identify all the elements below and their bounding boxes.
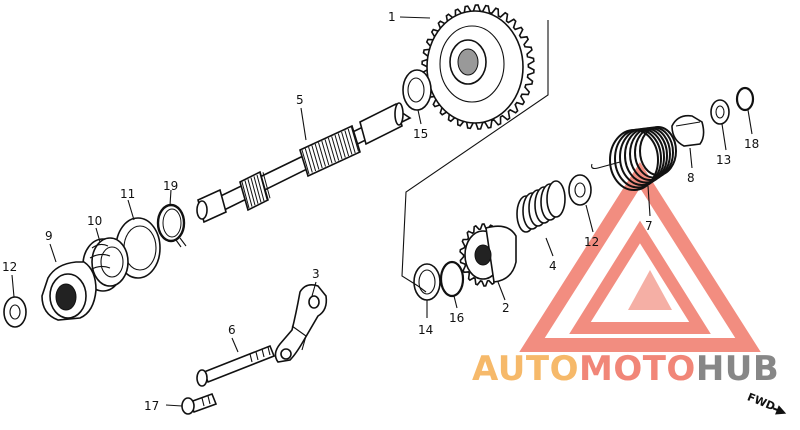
bolt-part-6 [196, 344, 276, 387]
callout-3: 3 [312, 267, 320, 281]
svg-text:AUTOMOTOHUB: AUTOMOTOHUB [472, 349, 779, 389]
bolt-part-17 [181, 392, 218, 415]
washer-part-14 [413, 263, 441, 301]
callout-9: 9 [45, 229, 53, 243]
gear-part-1 [421, 4, 535, 130]
washer-part-15 [402, 69, 432, 111]
callout-16: 16 [449, 311, 464, 325]
callout-5: 5 [296, 93, 304, 107]
callout-13: 13 [716, 153, 731, 167]
washer-part-13 [710, 99, 730, 125]
callout-18: 18 [744, 137, 759, 151]
callout-12-left: 12 [2, 260, 17, 274]
shaft-part-5 [196, 102, 412, 224]
snap-ring-part-18 [735, 86, 755, 112]
callout-15: 15 [413, 127, 428, 141]
callout-numbers: 1 2 3 4 5 6 7 8 9 10 11 12 12 13 14 15 1… [2, 10, 759, 413]
watermark-moto: MOTO [579, 349, 696, 389]
callout-2: 2 [502, 301, 510, 315]
washer-part-12-right [568, 174, 592, 206]
callout-4: 4 [549, 259, 557, 273]
spring-seat-part-8 [671, 114, 705, 147]
fwd-arrow-icon [775, 405, 787, 415]
callout-10: 10 [87, 214, 102, 228]
leader-lines [11, 16, 753, 407]
watermark-hub: HUB [696, 349, 779, 389]
callout-1: 1 [388, 10, 396, 24]
snap-ring-part-19 [156, 203, 187, 248]
callout-19: 19 [163, 179, 178, 193]
callout-14: 14 [418, 323, 433, 337]
callout-8: 8 [687, 171, 695, 185]
callout-11: 11 [120, 187, 135, 201]
spindle-gear-part-2 [459, 223, 517, 287]
watermark-text: AUTOMOTOHUB [472, 349, 779, 389]
callout-12-right: 12 [584, 235, 599, 249]
spring-part-4 [516, 180, 566, 233]
callout-6: 6 [228, 323, 236, 337]
assembly-bracket-lines [401, 20, 549, 287]
snap-ring-part-16 [439, 260, 465, 298]
forward-direction-indicator: FWD [745, 390, 787, 415]
watermark-auto: AUTO [472, 349, 579, 389]
guide-plate-part-3 [274, 284, 328, 363]
washer-part-12-left [3, 296, 27, 328]
callout-7: 7 [645, 219, 653, 233]
ratchet-part-9 [41, 261, 97, 321]
fwd-label: FWD [745, 390, 777, 413]
callout-17: 17 [144, 399, 159, 413]
watermark-triangle-logo [519, 161, 761, 352]
return-spring-part-7 [591, 126, 677, 191]
